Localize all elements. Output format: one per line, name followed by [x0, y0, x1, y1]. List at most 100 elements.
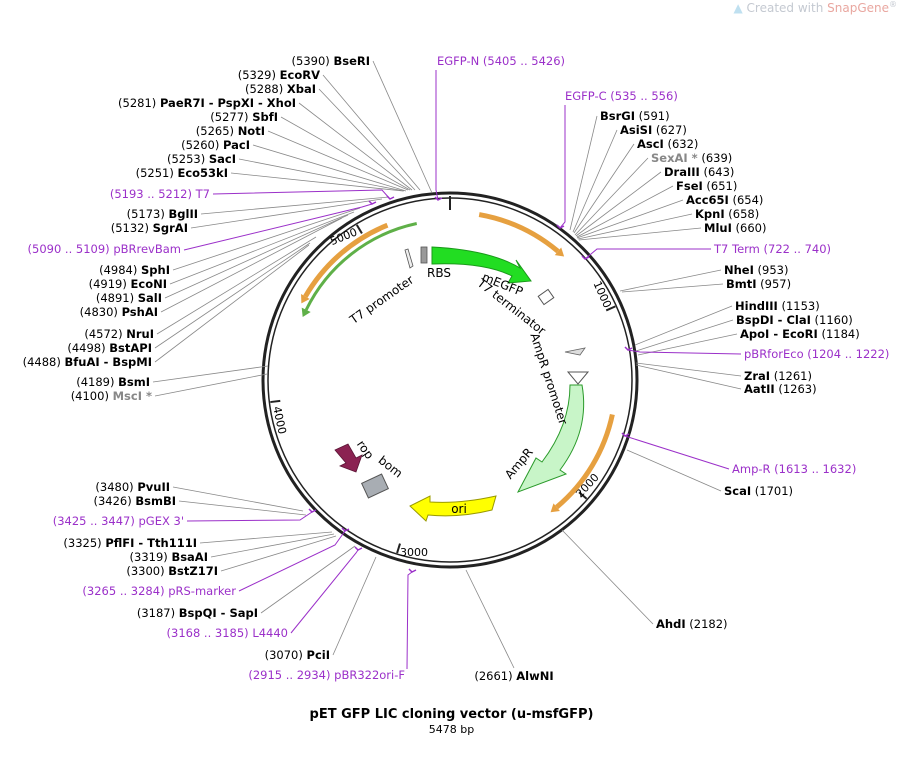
- enzyme-site-label[interactable]: KpnI (658): [695, 207, 759, 221]
- primer-label[interactable]: Amp-R (1613 .. 1632): [732, 462, 856, 476]
- enzyme-site-label[interactable]: DraIII (643): [664, 165, 734, 179]
- enzyme-site-label[interactable]: ZraI (1261): [744, 369, 812, 383]
- enzyme-site-label[interactable]: Acc65I (654): [686, 193, 763, 207]
- enzyme-site-label[interactable]: (4189) BsmI: [76, 375, 150, 389]
- enzyme-site-label[interactable]: AscI (632): [637, 137, 698, 151]
- enzyme-site-label[interactable]: (5260) PacI: [181, 138, 250, 152]
- enzyme-site-label[interactable]: (3300) BstZ17I: [126, 564, 218, 578]
- enzyme-site-label[interactable]: (3319) BsaAI: [130, 550, 208, 564]
- primer-label[interactable]: (3425 .. 3447) pGEX 3': [53, 514, 184, 528]
- enzyme-site-label[interactable]: ScaI (1701): [724, 484, 793, 498]
- primer-range: (5193 .. 5212): [110, 187, 196, 201]
- enzyme-position: (4189): [76, 375, 118, 389]
- scale-tick: [578, 491, 588, 500]
- enzyme-site-label[interactable]: (5390) BseRI: [292, 54, 370, 68]
- orange-arrowhead-icon: [554, 247, 565, 257]
- enzyme-site-label[interactable]: ApoI - EcoRI (1184): [740, 327, 860, 341]
- enzyme-site-label[interactable]: AhdI (2182): [656, 617, 728, 631]
- enzyme-site-label[interactable]: (5329) EcoRV: [238, 68, 320, 82]
- enzyme-leader-line: [621, 283, 724, 293]
- enzyme-site-label[interactable]: (3480) PvuII: [95, 480, 170, 494]
- enzyme-site-label[interactable]: FseI (651): [676, 179, 737, 193]
- primer-label[interactable]: EGFP-C (535 .. 556): [565, 89, 678, 103]
- enzyme-site-label[interactable]: AsiSI (627): [620, 123, 687, 137]
- primer-label[interactable]: (3168 .. 3185) L4440: [167, 626, 288, 640]
- enzyme-position: (4498): [67, 341, 109, 355]
- enzyme-site-label[interactable]: (5253) SacI: [167, 152, 236, 166]
- enzyme-site-label[interactable]: HindIII (1153): [735, 299, 820, 313]
- enzyme-site-label[interactable]: (5281) PaeR7I - PspXI - XhoI: [118, 96, 296, 110]
- enzyme-position: (2661): [474, 669, 516, 683]
- enzyme-site-label[interactable]: BmtI (957): [726, 277, 791, 291]
- enzyme-site-label[interactable]: BsrGI (591): [600, 109, 670, 123]
- enzyme-site-label[interactable]: (5132) SgrAI: [111, 221, 188, 235]
- enzyme-site-label[interactable]: NheI (953): [724, 263, 788, 277]
- enzyme-site-label[interactable]: BspDI - ClaI (1160): [736, 313, 853, 327]
- primer-label[interactable]: (3265 .. 3284) pRS-marker: [82, 584, 236, 598]
- rop-arrow[interactable]: [334, 443, 363, 473]
- enzyme-site-label[interactable]: (4830) PshAI: [80, 305, 158, 319]
- primer-label[interactable]: pBRforEco (1204 .. 1222): [744, 347, 889, 361]
- primer-name: pRS-marker: [168, 584, 236, 598]
- enzyme-site-label[interactable]: (4572) NruI: [84, 327, 154, 341]
- enzyme-site-label[interactable]: (3325) PflFI - Tth111I: [63, 536, 197, 550]
- enzyme-position: (5288): [245, 82, 287, 96]
- map-title: pET GFP LIC cloning vector (u-msfGFP): [309, 707, 594, 722]
- bom-box[interactable]: [360, 473, 390, 499]
- enzyme-position: (5390): [292, 54, 334, 68]
- enzyme-site-label[interactable]: (5173) BglII: [127, 207, 198, 221]
- enzyme-site-label[interactable]: (3426) BsmBI: [93, 494, 176, 508]
- enzyme-site-label[interactable]: (3187) BspQI - SapI: [137, 606, 258, 620]
- primer-range: (5405 .. 5426): [479, 54, 565, 68]
- enzyme-site-label[interactable]: (5277) SbfI: [210, 110, 278, 124]
- enzyme-name: PacI: [223, 138, 250, 152]
- primer-label[interactable]: (2915 .. 2934) pBR322ori-F: [248, 668, 405, 682]
- enzyme-name: BspDI - ClaI: [736, 313, 811, 327]
- enzyme-leader-line: [576, 185, 674, 238]
- enzyme-site-label[interactable]: (3070) PciI: [265, 648, 330, 662]
- enzyme-site-label[interactable]: (4919) EcoNI: [89, 277, 167, 291]
- primer-leader-line: [559, 105, 566, 229]
- enzyme-site-label[interactable]: (4100) MscI *: [71, 389, 152, 403]
- t7-promoter-arrow[interactable]: [404, 248, 414, 269]
- enzyme-site-label[interactable]: (2661) AlwNI: [474, 669, 553, 683]
- enzyme-position: (3300): [126, 564, 168, 578]
- enzyme-site-label[interactable]: (4488) BfuAI - BspMI: [23, 355, 152, 369]
- primer-name: L4440: [252, 626, 288, 640]
- enzyme-leader-line: [573, 143, 635, 234]
- enzyme-leader-line: [169, 211, 355, 285]
- enzyme-site-label[interactable]: (4498) BstAPI: [67, 341, 152, 355]
- enzyme-site-label[interactable]: (5251) Eco53kI: [136, 166, 228, 180]
- enzyme-leader-line: [635, 319, 734, 352]
- backbone-outer: [261, 191, 639, 569]
- rbs-box[interactable]: [420, 246, 428, 264]
- enzyme-site-label[interactable]: MluI (660): [704, 221, 766, 235]
- enzyme-name: BstAPI: [109, 341, 152, 355]
- enzyme-site-label[interactable]: AatII (1263): [744, 382, 817, 396]
- enzyme-leader-line: [200, 196, 390, 215]
- enzyme-leader-line: [577, 213, 693, 240]
- enzyme-position: (4891): [96, 291, 138, 305]
- enzyme-leader-line: [154, 244, 310, 363]
- enzyme-position: (2182): [686, 617, 728, 631]
- primer-label[interactable]: T7 Term (722 .. 740): [713, 242, 831, 256]
- t7-terminator-box[interactable]: [537, 288, 555, 306]
- enzyme-site-label[interactable]: (5288) XbaI: [245, 82, 316, 96]
- enzyme-site-label[interactable]: (5265) NotI: [196, 124, 265, 138]
- ori-arrow[interactable]: [409, 495, 497, 522]
- megfp-arrow[interactable]: [431, 246, 532, 284]
- enzyme-site-label[interactable]: (4984) SphI: [99, 263, 170, 277]
- ampr-arrow[interactable]: [516, 384, 585, 493]
- enzyme-leader-line: [574, 157, 649, 236]
- primer-label[interactable]: (5193 .. 5212) T7: [110, 187, 210, 201]
- enzyme-site-label[interactable]: (4891) SalI: [96, 291, 162, 305]
- scale-tick: [270, 399, 281, 404]
- enzyme-position: (632): [664, 137, 699, 151]
- ampr-promoter-arrow[interactable]: [564, 347, 586, 356]
- primer-label[interactable]: (5090 .. 5109) pBRrevBam: [28, 242, 181, 256]
- primer-label[interactable]: EGFP-N (5405 .. 5426): [437, 54, 565, 68]
- enzyme-site-label[interactable]: SexAI * (639): [651, 151, 732, 165]
- enzyme-position: (4830): [80, 305, 122, 319]
- enzyme-name: BsmBI: [135, 494, 176, 508]
